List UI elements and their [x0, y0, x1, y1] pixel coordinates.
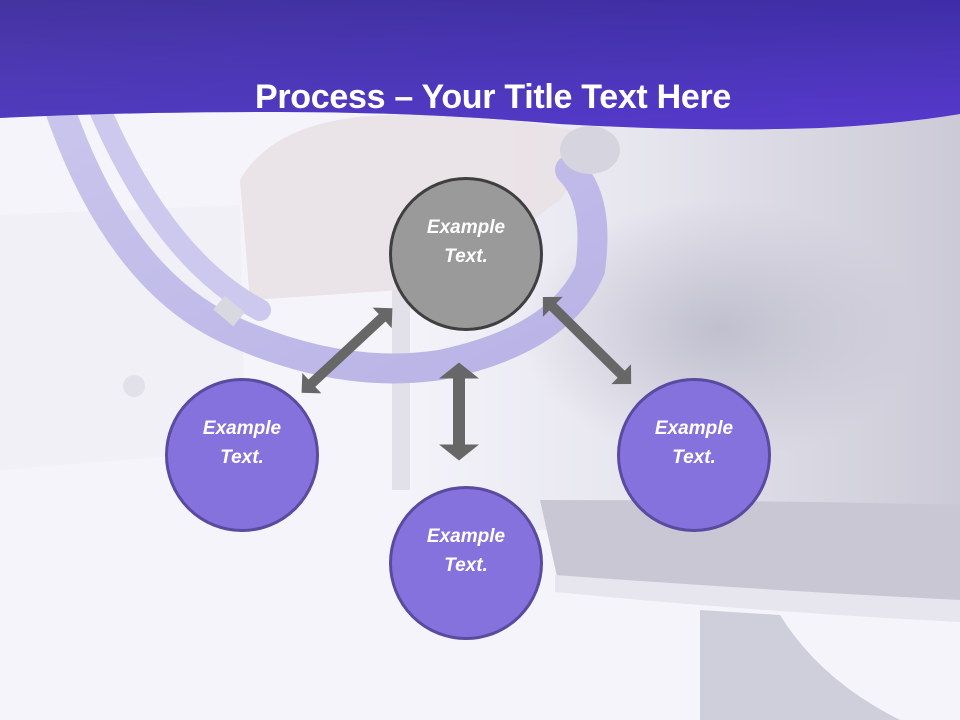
double-arrow-down-icon — [439, 362, 479, 461]
title-bold: Process — [254, 77, 386, 116]
slide-title: Process – Your Title Text Here — [0, 75, 960, 119]
right-node-line1: Example — [654, 418, 734, 439]
left-node-line2: Text. — [220, 447, 264, 468]
title-rest: – Your Title Text Here — [385, 77, 732, 116]
title-banner — [0, 0, 960, 130]
center-node-line1: Example — [426, 217, 506, 238]
double-arrow-right-icon — [542, 296, 632, 385]
double-arrow-left-icon — [301, 307, 393, 394]
right-node-line2: Text. — [672, 447, 716, 468]
center-node-line2: Text. — [444, 246, 488, 267]
bottom-node-line2: Text. — [444, 555, 488, 576]
left-node-line1: Example — [202, 418, 282, 439]
bottom-node-line1: Example — [426, 526, 506, 547]
